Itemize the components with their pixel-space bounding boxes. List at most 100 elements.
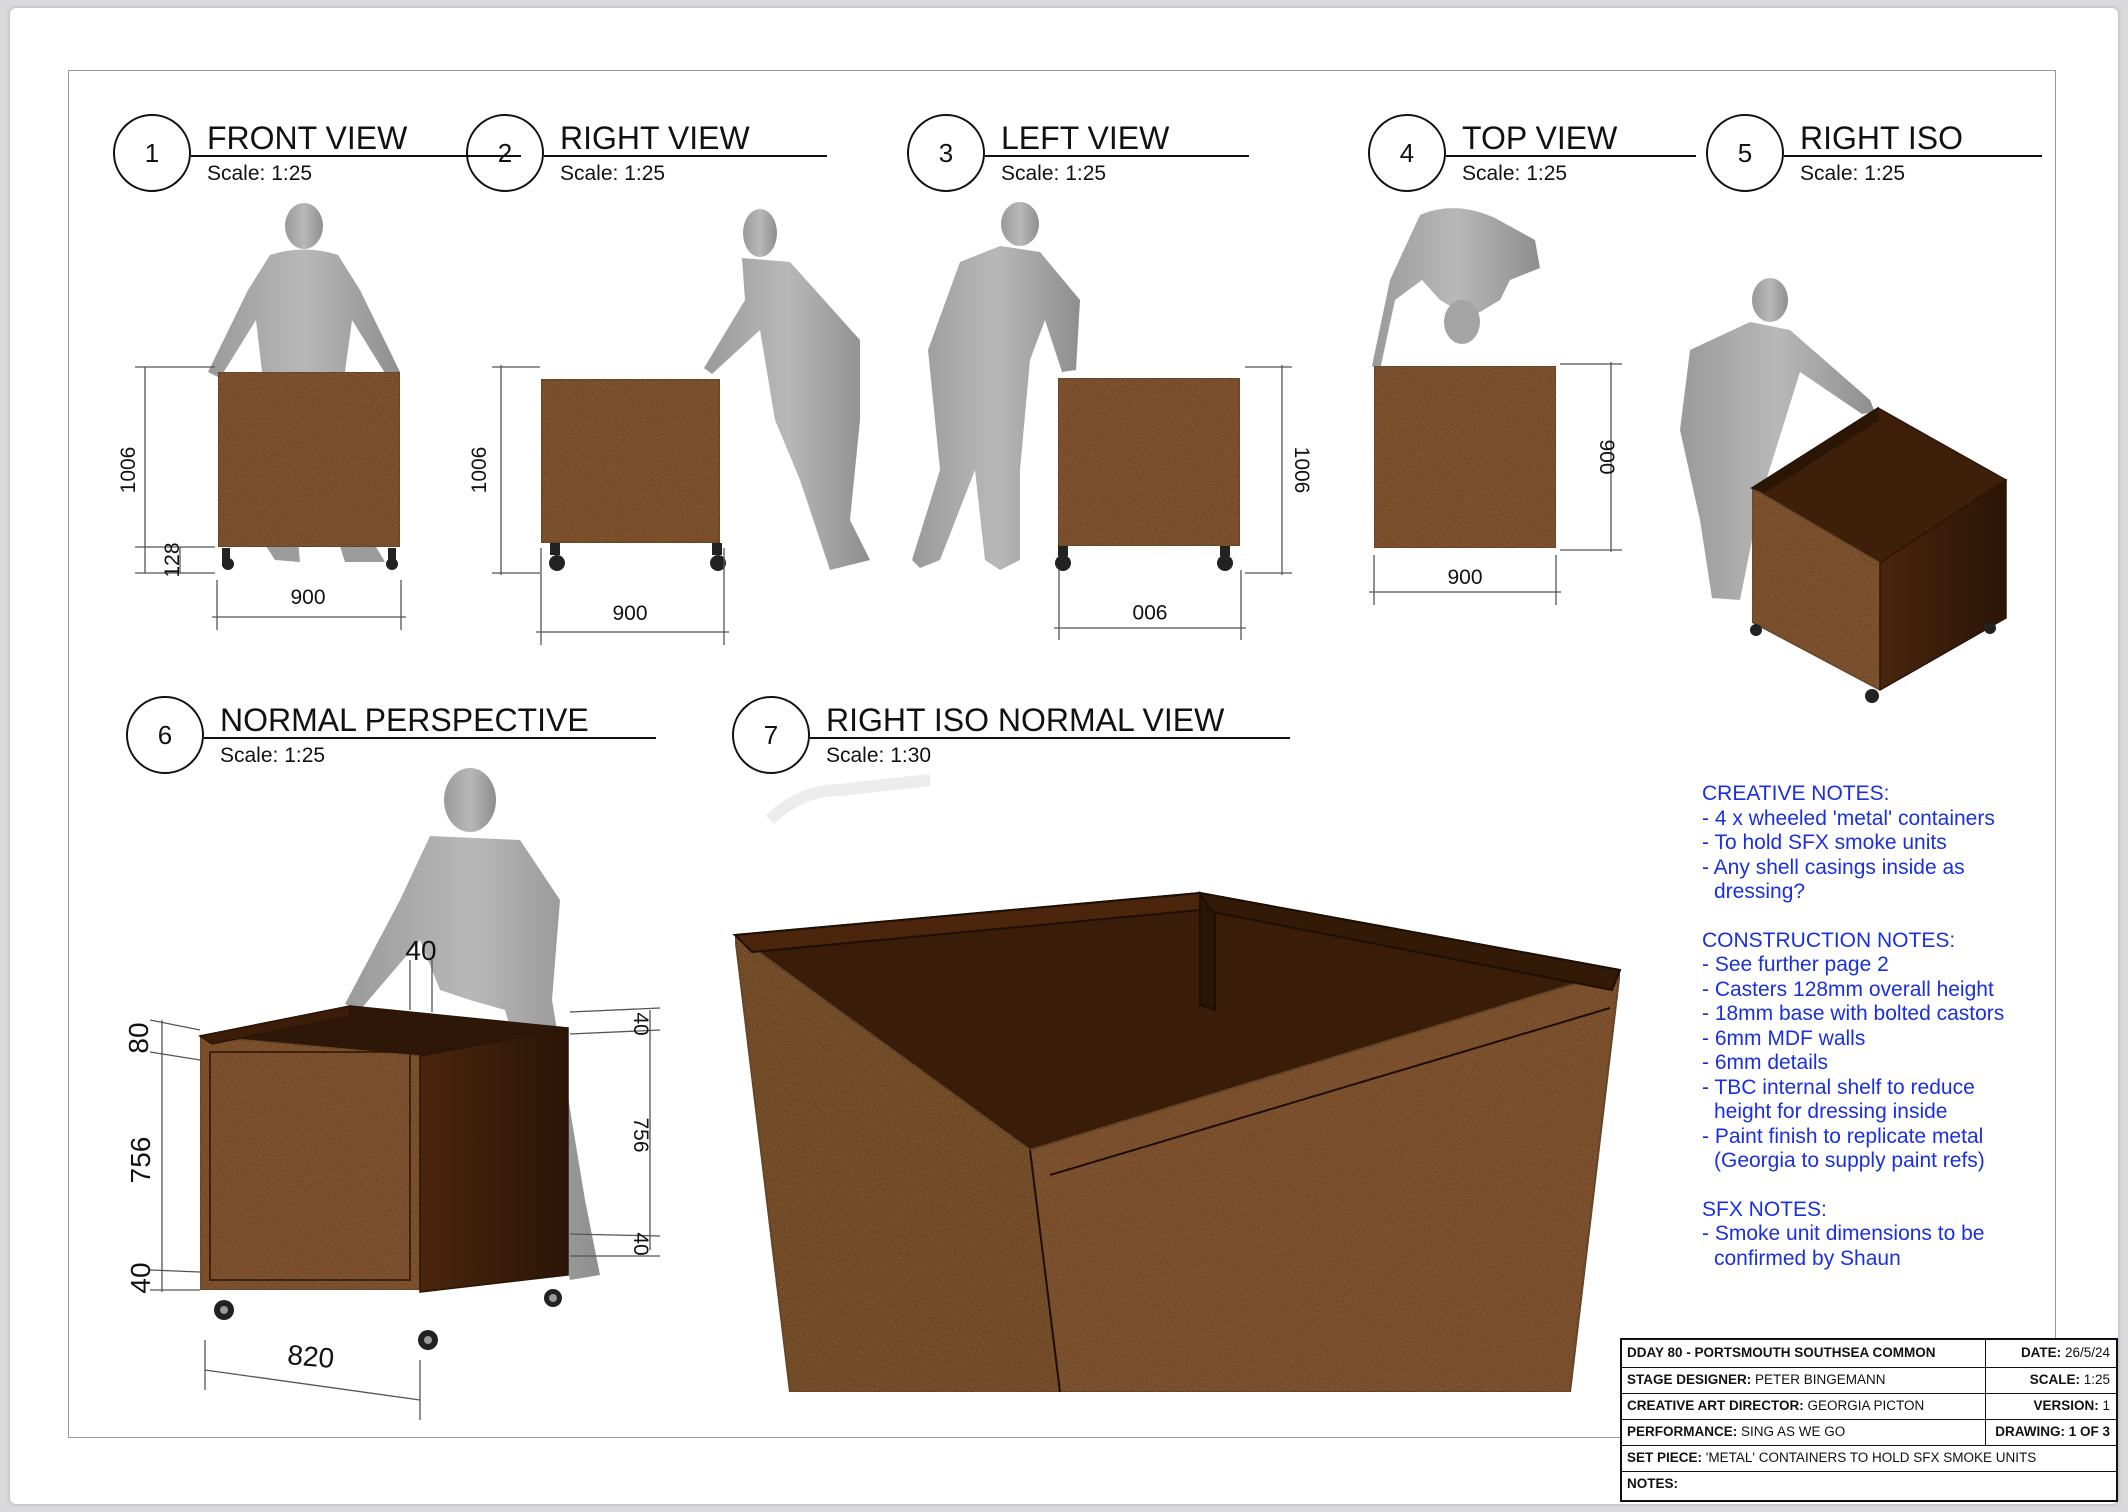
creative-note: - To hold SFX smoke units: [1702, 831, 1947, 854]
view-title: NORMAL PERSPECTIVE: [220, 702, 589, 738]
view-scale: Scale: 1:25: [560, 162, 666, 185]
right-view-casters: [549, 543, 726, 571]
view-title: RIGHT VIEW: [560, 120, 750, 156]
dim-front-caster: 128: [161, 542, 184, 577]
tb-row-director: CREATIVE ART DIRECTOR: GEORGIA PICTON VE…: [1622, 1393, 2116, 1420]
tb-row-performance: PERFORMANCE: SING AS WE GO DRAWING: 1 OF…: [1622, 1419, 2116, 1446]
left-view-casters: [1055, 546, 1233, 571]
construction-note: - 18mm base with bolted castors: [1702, 1002, 2005, 1025]
view-title: FRONT VIEW: [207, 120, 408, 156]
view-scale: Scale: 1:25: [1800, 162, 1906, 185]
tb-drawing-label: DRAWING:: [1995, 1424, 2065, 1439]
front-view-dims: [135, 366, 406, 630]
tb-scale: 1:25: [2083, 1372, 2110, 1387]
left-view-figure: [912, 202, 1080, 570]
dim-left-height: 1006: [1290, 447, 1313, 494]
dim-top-width: 900: [1447, 566, 1482, 589]
tb-drawing: 1 OF 3: [2068, 1424, 2110, 1439]
view-title: RIGHT ISO: [1800, 120, 1963, 156]
perspective-figure: [345, 768, 600, 1280]
view-scale: Scale: 1:25: [220, 744, 326, 767]
left-view-box: [1057, 377, 1241, 547]
view-scale: Scale: 1:25: [1001, 162, 1107, 185]
dim-left-width: 900: [1132, 600, 1167, 623]
view-title: LEFT VIEW: [1001, 120, 1170, 156]
top-view-box: [1373, 365, 1557, 549]
view-title: RIGHT ISO NORMAL VIEW: [826, 702, 1225, 738]
drawing-frame: [68, 70, 2056, 1438]
tb-row-setpiece: SET PIECE: 'METAL' CONTAINERS TO HOLD SF…: [1622, 1445, 2116, 1472]
right-iso-casters: [1750, 622, 1996, 703]
right-iso-figure: [1680, 278, 1875, 600]
title-block: DDAY 80 - PORTSMOUTH SOUTHSEA COMMON DAT…: [1620, 1338, 2118, 1502]
view-number: 4: [1368, 114, 1446, 192]
dim-right-height: 1006: [468, 447, 491, 494]
tb-version: 1: [2102, 1398, 2110, 1413]
dim-right-width: 900: [612, 602, 647, 625]
left-view-dims: [1054, 365, 1292, 640]
tb-setpiece-label: SET PIECE:: [1627, 1450, 1703, 1465]
construction-note: - 6mm MDF walls: [1702, 1026, 1866, 1050]
dim-persp-right-top: 40: [629, 1012, 652, 1035]
tb-performance: SING AS WE GO: [1741, 1424, 1846, 1439]
construction-notes-heading: CONSTRUCTION NOTES:: [1702, 928, 1956, 952]
dim-top-depth: 900: [1595, 439, 1618, 474]
top-view-dims: [1369, 362, 1622, 605]
construction-note: - TBC internal shelf to reduce: [1702, 1075, 1975, 1099]
creative-notes-heading: CREATIVE NOTES:: [1702, 782, 1890, 805]
dim-persp-height: 756: [125, 1137, 156, 1184]
construction-note: - 6mm details: [1702, 1051, 1829, 1074]
view-number: 2: [466, 114, 544, 192]
tb-date-label: DATE:: [2020, 1345, 2062, 1360]
view-number: 7: [732, 696, 810, 774]
iso-normal-box: [732, 774, 1622, 1393]
sfx-note: confirmed by Shaun: [1714, 1246, 1901, 1270]
tb-director-label: CREATIVE ART DIRECTOR:: [1627, 1398, 1804, 1413]
perspective-dims: [149, 960, 661, 1420]
dim-persp-right-base: 40: [629, 1232, 652, 1255]
tb-row-notes: NOTES:: [1622, 1471, 2116, 1499]
dim-persp-width: 820: [286, 1339, 335, 1374]
creative-note: dressing?: [1714, 880, 1806, 903]
perspective-casters: [214, 1289, 562, 1350]
right-view-dims: [492, 365, 729, 645]
sfx-note: - Smoke unit dimensions to be: [1702, 1222, 1985, 1245]
tb-director: GEORGIA PICTON: [1807, 1398, 1925, 1413]
front-view-casters: [222, 548, 398, 570]
construction-note: - Paint finish to replicate metal: [1702, 1124, 1984, 1148]
view-scale: Scale: 1:25: [1462, 162, 1568, 185]
view-number: 1: [113, 114, 191, 192]
dim-persp-base: 40: [125, 1262, 156, 1293]
perspective-box: [198, 1005, 569, 1293]
right-view-box: [539, 377, 722, 545]
construction-note: (Georgia to supply paint refs): [1714, 1149, 1985, 1172]
dim-persp-lip: 40: [405, 935, 436, 966]
right-view-figure: [704, 209, 870, 570]
view-scale: Scale: 1:30: [826, 744, 932, 767]
front-view-box: [217, 371, 401, 548]
view-number: 5: [1706, 114, 1784, 192]
tb-designer: PETER BINGEMANN: [1755, 1372, 1886, 1387]
tb-performance-label: PERFORMANCE:: [1627, 1424, 1738, 1439]
dim-front-height: 1006: [117, 447, 140, 494]
construction-note: - See further page 2: [1702, 953, 1889, 976]
view-scale: Scale: 1:25: [207, 162, 313, 185]
construction-note: - Casters 128mm overall height: [1702, 977, 1994, 1001]
view-number: 3: [907, 114, 985, 192]
creative-note: - Any shell casings inside as: [1702, 855, 1965, 879]
dim-persp-top: 80: [123, 1022, 154, 1053]
right-iso-box: [1750, 406, 2008, 692]
tb-designer-label: STAGE DESIGNER:: [1627, 1372, 1752, 1387]
notes-panel: CREATIVE NOTES: - 4 x wheeled 'metal' co…: [1702, 782, 2004, 1271]
tb-row-designer: STAGE DESIGNER: PETER BINGEMANN SCALE: 1…: [1622, 1367, 2116, 1394]
creative-note: - 4 x wheeled 'metal' containers: [1702, 806, 1995, 830]
tb-notes-label: NOTES:: [1627, 1476, 1679, 1491]
dim-persp-right-height: 756: [629, 1117, 652, 1152]
view-number: 6: [126, 696, 204, 774]
tb-project: DDAY 80 - PORTSMOUTH SOUTHSEA COMMON: [1627, 1345, 1936, 1360]
tb-setpiece: 'METAL' CONTAINERS TO HOLD SFX SMOKE UNI…: [1705, 1450, 2037, 1465]
tb-version-label: VERSION:: [2033, 1398, 2099, 1413]
sfx-notes-heading: SFX NOTES:: [1702, 1197, 1827, 1221]
top-view-figure: [1372, 208, 1540, 370]
